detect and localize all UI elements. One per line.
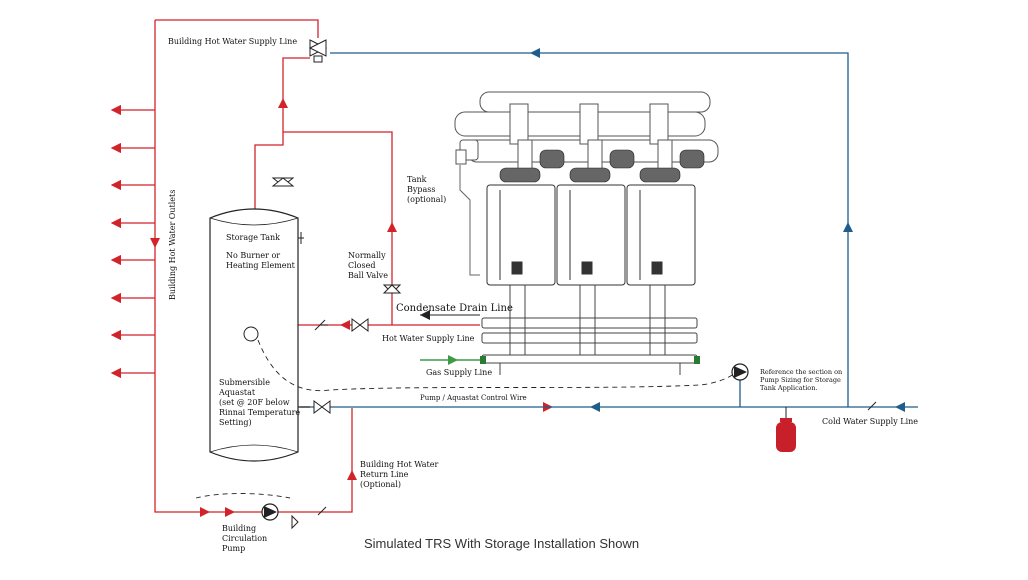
relief-valve-icon (298, 232, 304, 244)
water-heater-icon (486, 184, 696, 286)
label-return-1: Return Line (360, 470, 409, 479)
flow-arrow-icon (448, 355, 458, 365)
supply-top-line (155, 19, 319, 38)
label-circ-pump-1: Circulation (222, 534, 267, 543)
flow-arrow-icon (150, 98, 553, 517)
label-ball-valve-0: Normally (348, 251, 386, 260)
check-valve-icon (314, 319, 877, 516)
label-hw-supply: Hot Water Supply Line (382, 334, 475, 343)
label-cold-supply: Cold Water Supply Line (822, 417, 918, 426)
label-tank-sub-1: Heating Element (226, 261, 296, 270)
aquastat-sensor (243, 326, 259, 342)
label-bypass-0: Tank (407, 175, 427, 184)
label-tank-sub-0: No Burner or (226, 251, 280, 260)
pump-icon (261, 503, 279, 521)
label-pump-ref-2: Tank Application. (760, 384, 817, 392)
label-aquastat-3: Rinnai Temperature (219, 408, 300, 417)
label-pump-ref-1: Pump Sizing for Storage (760, 376, 841, 384)
storage-tank (209, 208, 304, 462)
label-control-wire: Pump / Aquastat Control Wire (420, 394, 527, 402)
label-tank-title: Storage Tank (226, 233, 280, 242)
label-bypass-1: Bypass (407, 185, 436, 194)
expansion-tank-icon (776, 407, 796, 452)
label-circ-pump-0: Building (222, 524, 256, 533)
label-outlets: Building Hot Water Outlets (168, 190, 177, 300)
label-pump-ref-0: Reference the section on (760, 368, 842, 376)
label-condensate: Condensate Drain Line (396, 303, 513, 314)
label-aquastat-4: Setting) (219, 418, 252, 427)
label-circ-pump-2: Pump (222, 544, 245, 553)
flow-arrow-icon (530, 48, 905, 412)
vent-pipes (454, 91, 719, 181)
drain-pipe (459, 165, 480, 276)
label-return-0: Building Hot Water (360, 460, 438, 469)
label-ball-valve-1: Closed (348, 261, 375, 270)
flow-arrow-icon (420, 310, 430, 320)
tank-outlet-riser (254, 57, 310, 210)
label-aquastat-1: Aquastat (218, 388, 256, 397)
manifold (481, 285, 698, 375)
control-wire (257, 339, 739, 392)
valve-icon (271, 39, 402, 530)
label-bypass-2: (optional) (407, 195, 446, 204)
label-aquastat-0: Submersible (219, 378, 270, 387)
water-heater-array (454, 91, 719, 375)
pump-wire (195, 493, 291, 499)
pump-icon (731, 363, 749, 381)
label-ball-valve-2: Ball Valve (348, 271, 388, 280)
hot-main-left (154, 20, 210, 513)
hot-water-piping (154, 19, 480, 513)
label-aquastat-2: (set @ 20F below (219, 398, 290, 407)
bypass-line (283, 131, 393, 325)
label-gas: Gas Supply Line (426, 368, 492, 377)
flex-connectors (499, 149, 705, 183)
label-supply-top: Building Hot Water Supply Line (168, 37, 297, 46)
return-line (210, 408, 353, 513)
label-return-2: (Optional) (360, 480, 401, 489)
figure-caption: Simulated TRS With Storage Installation … (364, 536, 639, 551)
hot-water-outlets (110, 104, 155, 379)
